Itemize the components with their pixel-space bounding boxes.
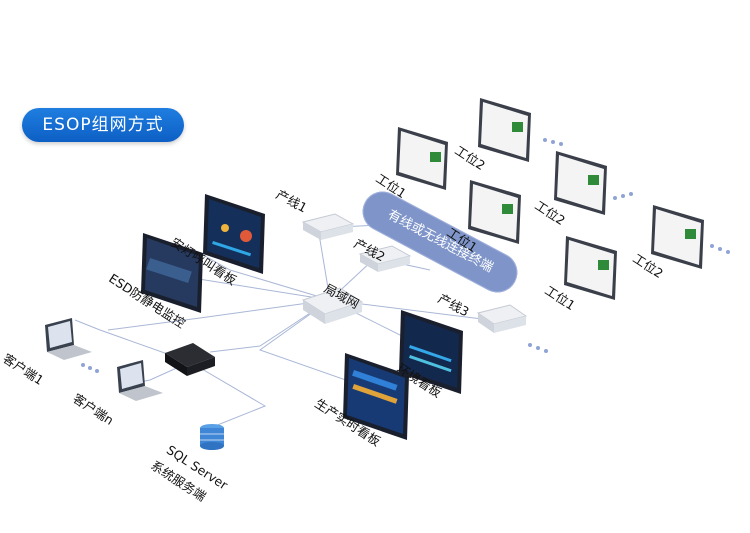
line1-switch (301, 213, 355, 240)
client1-laptop (45, 318, 92, 360)
page-title: ESOP组网方式 (22, 108, 184, 142)
lan-switch (301, 287, 364, 324)
andon-board-screen (203, 194, 265, 274)
line2-switch (358, 245, 412, 272)
line3-switch (476, 304, 528, 333)
sql-server-icon (200, 424, 224, 450)
esd-monitor-screen (141, 233, 203, 313)
router (165, 343, 215, 376)
client-n-laptop (117, 360, 163, 401)
env-board-screen (399, 310, 463, 394)
station-monitors (396, 98, 704, 300)
prod-board-screen (343, 353, 409, 440)
dot-trails (81, 138, 730, 373)
